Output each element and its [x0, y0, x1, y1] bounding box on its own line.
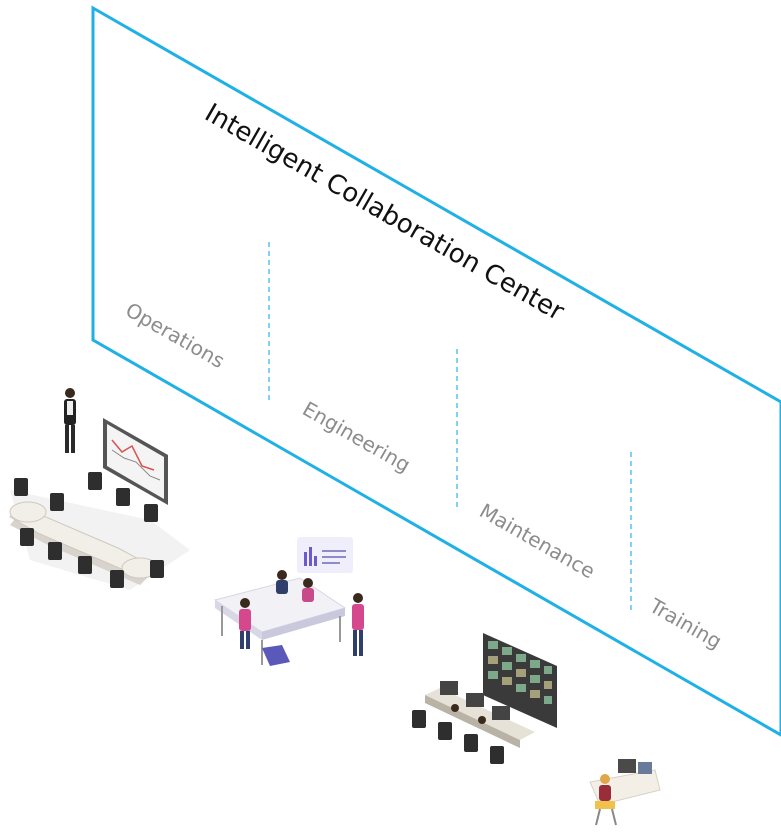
- video-wall: [483, 633, 557, 728]
- perspective-frame: [91, 5, 781, 737]
- section-label-training: Training: [645, 593, 726, 654]
- trainee-workstation-illustration: [589, 759, 661, 826]
- team-collaboration-illustration: [213, 537, 364, 666]
- boardroom-meeting-illustration: [9, 388, 190, 590]
- diagram-title: Intelligent Collaboration Center: [200, 98, 570, 327]
- section-label-engineering: Engineering: [299, 397, 415, 477]
- standing-presenter: [64, 388, 76, 453]
- control-room-illustration: [412, 633, 557, 764]
- section-label-operations: Operations: [122, 298, 229, 373]
